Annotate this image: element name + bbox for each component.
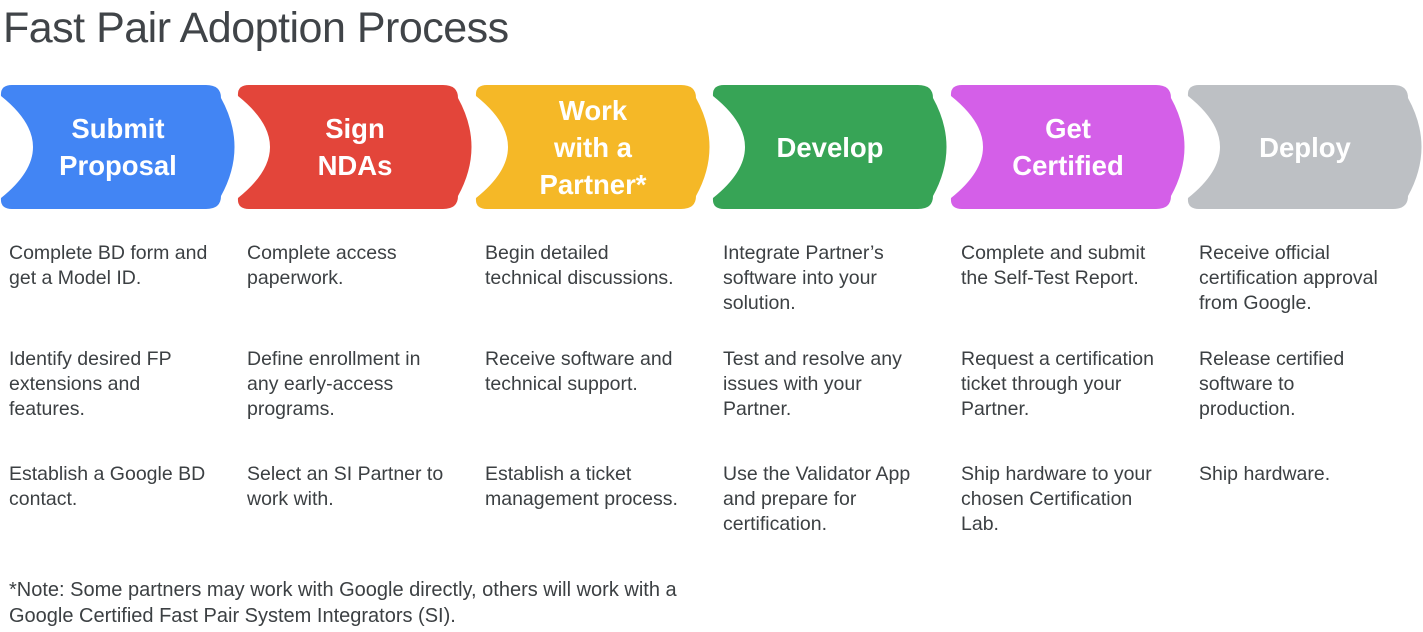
stage-get-certified-label: Get Certified — [1012, 113, 1124, 181]
stage-sign-ndas-step-1: Complete access paperwork. — [247, 242, 397, 289]
stage-deploy: Deploy — [1187, 85, 1423, 209]
stage-deploy-step-2: Release certified software to production… — [1199, 348, 1345, 420]
stage-submit-proposal-step-1: Complete BD form and get a Model ID. — [9, 242, 208, 289]
stage-get-certified-step-2: Request a certification ticket through y… — [961, 348, 1154, 420]
stage-work-with-a-partner-step-3: Establish a ticket management process. — [485, 463, 678, 510]
stage-get-certified-step-1: Complete and submit the Self-Test Report… — [961, 242, 1146, 289]
stage-sign-ndas: Sign NDAs — [237, 85, 473, 209]
stage-get-certified: Get Certified — [950, 85, 1186, 209]
stage-get-certified-step-3: Ship hardware to your chosen Certificati… — [961, 463, 1152, 535]
stage-chip-icon — [475, 85, 710, 209]
stage-shape — [475, 85, 710, 209]
stage-chip-icon — [950, 85, 1185, 209]
stage-sign-ndas-step-2: Define enrollment in any early-access pr… — [247, 348, 421, 420]
stage-work-with-a-partner-label: Work with a Partner* — [539, 94, 647, 200]
stage-submit-proposal-step-3: Establish a Google BD contact. — [9, 463, 206, 510]
stage-develop: Develop — [712, 85, 948, 209]
stage-shape — [950, 85, 1185, 209]
stage-deploy-step-1: Receive official certification approval … — [1199, 242, 1378, 314]
stage-chip-icon — [1187, 85, 1422, 209]
stage-develop-step-3: Use the Validator App and prepare for ce… — [723, 463, 911, 535]
stage-submit-proposal-label: Submit Proposal — [59, 113, 177, 181]
stage-develop-label: Develop — [776, 131, 884, 163]
stage-chip-icon — [712, 85, 947, 209]
stage-deploy-label: Deploy — [1259, 131, 1351, 163]
stage-shape — [237, 85, 472, 209]
stage-work-with-a-partner-step-1: Begin detailed technical discussions. — [485, 242, 674, 289]
stage-shape — [712, 85, 947, 209]
page-title: Fast Pair Adoption Process — [3, 4, 509, 52]
footnote: *Note: Some partners may work with Googl… — [9, 579, 677, 627]
stage-develop-step-2: Test and resolve any issues with your Pa… — [723, 348, 902, 420]
stage-band: Submit Proposal Sign NDAs Work with a Pa… — [0, 85, 1423, 209]
stage-chip-icon — [237, 85, 472, 209]
stage-work-with-a-partner: Work with a Partner* — [475, 85, 711, 209]
stage-work-with-a-partner-step-2: Receive software and technical support. — [485, 348, 673, 395]
stage-sign-ndas-step-3: Select an SI Partner to work with. — [247, 463, 444, 510]
stage-shape — [1187, 85, 1422, 209]
stage-sign-ndas-label: Sign NDAs — [317, 113, 393, 181]
stage-submit-proposal-step-2: Identify desired FP extensions and featu… — [9, 348, 172, 420]
stage-deploy-step-3: Ship hardware. — [1199, 463, 1331, 485]
stage-shape — [0, 85, 235, 209]
stage-develop-step-1: Integrate Partner’s software into your s… — [723, 242, 884, 314]
stage-submit-proposal: Submit Proposal — [0, 85, 236, 209]
stage-chip-icon — [0, 85, 235, 209]
